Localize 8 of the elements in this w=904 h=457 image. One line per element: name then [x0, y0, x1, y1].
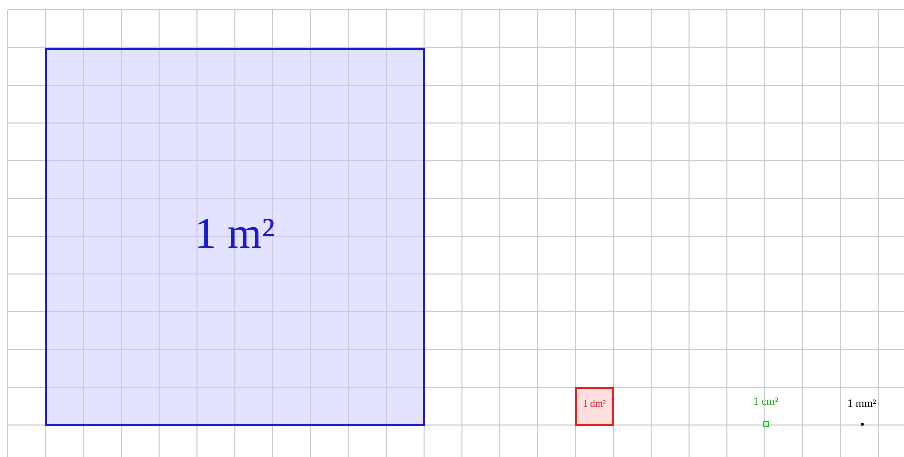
square	[575, 387, 614, 426]
area-label: 1 dm²	[582, 399, 608, 410]
small-square	[763, 421, 769, 427]
area-label: 1 cm²	[752, 396, 780, 408]
area-label: 1 m²	[194, 208, 276, 259]
dot	[861, 423, 864, 426]
area-label: 1 mm²	[846, 398, 878, 410]
square	[45, 48, 425, 426]
